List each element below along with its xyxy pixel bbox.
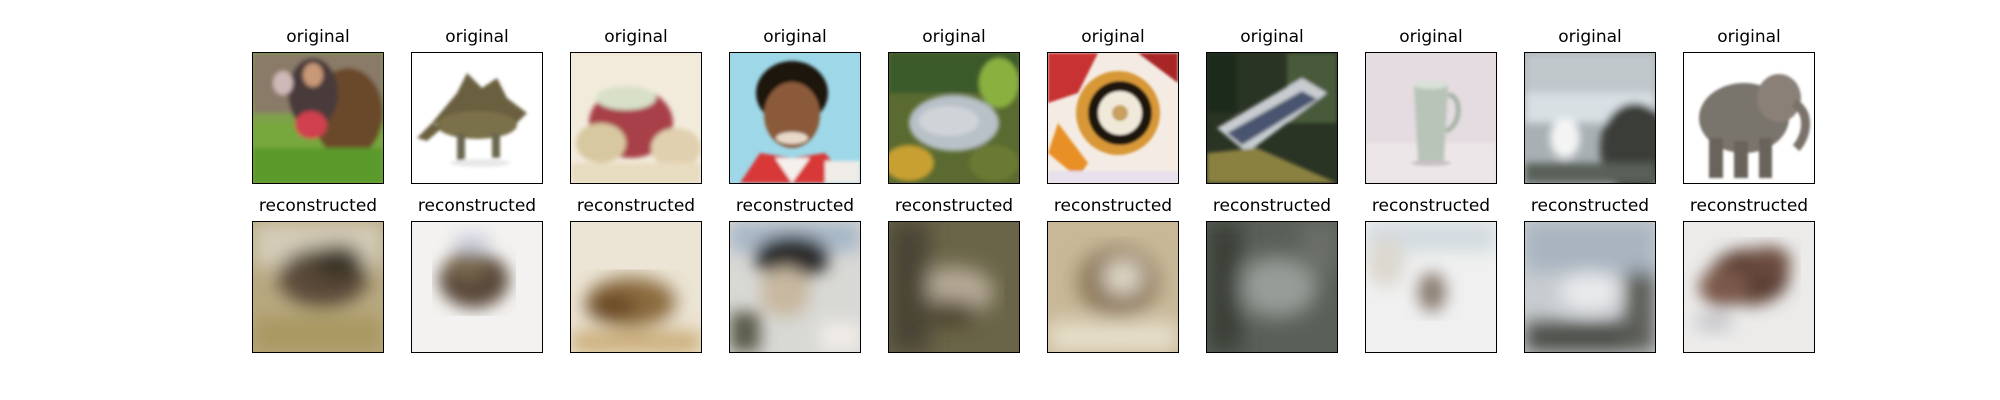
panel-title: original <box>1240 27 1304 47</box>
panel-title: original <box>604 27 668 47</box>
panel-title: reconstructed <box>417 196 537 216</box>
reconstructed-image-2 <box>411 221 543 353</box>
original-image-train <box>1206 52 1338 184</box>
original-image-stegosaurus-toy <box>411 52 543 184</box>
reconstructed-image-5 <box>888 221 1020 353</box>
panel-title: original <box>1399 27 1463 47</box>
reconstructed-image-6 <box>1047 221 1179 353</box>
original-image-rotary-telephone <box>1047 52 1179 184</box>
original-image-misty-landscape <box>1524 52 1656 184</box>
original-image-boy-portrait <box>729 52 861 184</box>
reconstructed-image-8 <box>1365 221 1497 353</box>
panel-title: reconstructed <box>576 196 696 216</box>
panel-title: original <box>1558 27 1622 47</box>
panel-title: reconstructed <box>735 196 855 216</box>
panel-title: reconstructed <box>1371 196 1491 216</box>
panel-title: original <box>1717 27 1781 47</box>
panel-title: original <box>445 27 509 47</box>
original-image-mug <box>1365 52 1497 184</box>
reconstructed-image-4 <box>729 221 861 353</box>
reconstructed-image-3 <box>570 221 702 353</box>
panel-title: original <box>763 27 827 47</box>
original-image-person-with-cow <box>252 52 384 184</box>
panel-title: reconstructed <box>258 196 378 216</box>
original-image-elephant <box>1683 52 1815 184</box>
panel-title: reconstructed <box>1053 196 1173 216</box>
reconstructed-image-7 <box>1206 221 1338 353</box>
panel-title: reconstructed <box>1530 196 1650 216</box>
panel-title: original <box>1081 27 1145 47</box>
panel-title: reconstructed <box>1212 196 1332 216</box>
panel-title: reconstructed <box>1689 196 1809 216</box>
panel-title: reconstructed <box>894 196 1014 216</box>
panel-title: original <box>286 27 350 47</box>
panel-title: original <box>922 27 986 47</box>
reconstructed-image-10 <box>1683 221 1815 353</box>
original-image-apple <box>570 52 702 184</box>
reconstructed-image-1 <box>252 221 384 353</box>
reconstructed-image-9 <box>1524 221 1656 353</box>
original-image-fish-in-plants <box>888 52 1020 184</box>
